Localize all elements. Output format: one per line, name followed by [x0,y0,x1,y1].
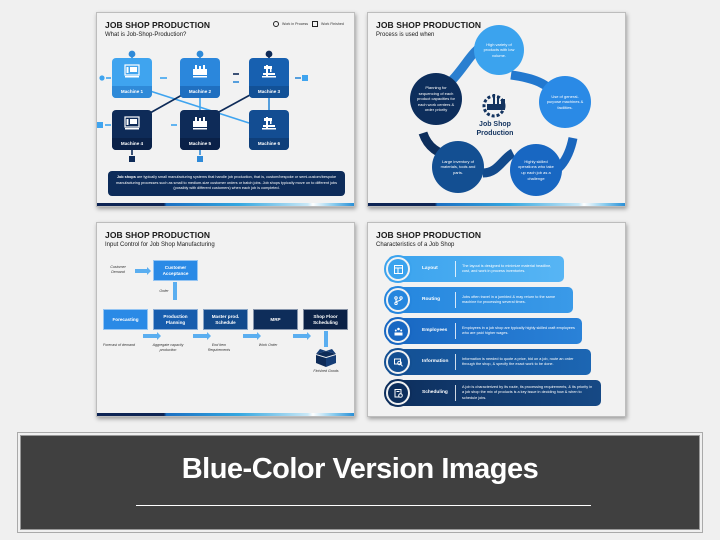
flow-label: Work Order [258,343,278,347]
machine-label: Machine 5 [180,138,220,150]
slide-subtitle: Characteristics of a Job Shop [376,242,455,248]
cnc-machine-icon [124,64,140,78]
slide-title: JOB SHOP PRODUCTION [376,20,482,30]
flow-label: End item Requirements [207,343,231,352]
arrow-right-icon [293,332,311,340]
arrow-right-icon [135,267,151,275]
slide-input-control[interactable]: JOB SHOP PRODUCTION Input Control for Jo… [96,222,355,417]
slide-what-is-job-shop[interactable]: JOB SHOP PRODUCTION What is Job-Shop-Pro… [96,12,355,207]
row-scheduling: Scheduling A job is characterized by its… [384,379,601,407]
slide-subtitle: Process is used when [376,32,435,38]
bubble-skilled-operations: Highly skilled operations who take up ea… [510,144,562,196]
layout-icon [388,259,408,279]
row-routing: Routing Jobs often travel in a jumbled &… [384,286,573,314]
row-layout: Layout The layout is designed to minimiz… [384,255,564,283]
banner-title: Blue-Color Version Images [181,453,539,485]
drill-press-icon [262,117,276,130]
bubble-large-inventory: Large inventory of materials, tools and … [432,141,484,193]
center-label: Job Shop Production [476,121,514,137]
machine-6-card[interactable]: Machine 6 [249,110,289,150]
step-shop-floor-scheduling: Shop Floor Scheduling [303,309,348,330]
cnc-machine-icon [124,116,140,130]
open-box-icon [316,349,336,367]
machine-label: Machine 2 [180,86,220,98]
slide-subtitle: Input Control for Job Shop Manufacturing [105,242,215,248]
machine-4-card[interactable]: Machine 4 [112,110,152,150]
printer-machine-icon [193,117,207,130]
machine-label: Machine 6 [249,138,289,150]
step-mrp: MRP [253,309,298,330]
machine-label: Machine 4 [112,138,152,150]
finished-goods-label: Finished Goods [313,369,339,373]
step-production-planning: Production Planning [153,309,198,330]
job-shop-description: Job shops are typically small manufactur… [108,171,345,196]
machine-1-card[interactable]: Machine 1 [112,58,152,98]
version-banner: Blue-Color Version Images [20,435,700,530]
flow-label: Aggregate capacity production [152,343,184,352]
customer-acceptance-box: Customer Acceptance [153,260,198,281]
arrow-right-icon [193,332,211,340]
bubble-high-variety: High variety of products with low volume… [474,25,524,75]
customer-demand-label: Customer Demand [110,265,126,274]
machine-3-card[interactable]: Machine 3 [249,58,289,98]
slide-title: JOB SHOP PRODUCTION [105,20,211,30]
circle-icon [273,21,279,27]
routing-icon [388,290,408,310]
row-information: Information Information is needed to quo… [384,348,591,376]
employees-icon [388,321,408,341]
square-icon [312,21,318,27]
arrow-right-icon [143,332,161,340]
machine-5-card[interactable]: Machine 5 [180,110,220,150]
slide-accent-bar [97,413,354,416]
slide-accent-bar [97,203,354,206]
slide-process-used-when[interactable]: JOB SHOP PRODUCTION Process is used when… [367,12,626,207]
slide-accent-bar [368,203,625,206]
machine-label: Machine 3 [249,86,289,98]
scheduling-icon [388,383,408,403]
order-label: Order [159,289,169,293]
machine-2-card[interactable]: Machine 2 [180,58,220,98]
slide-characteristics[interactable]: JOB SHOP PRODUCTION Characteristics of a… [367,222,626,417]
drill-press-icon [262,65,276,78]
factory-gear-icon [482,94,506,118]
legend-work-finished: Work Finished [312,21,344,27]
arrow-right-icon [243,332,261,340]
slide-title: JOB SHOP PRODUCTION [105,230,211,240]
slide-title: JOB SHOP PRODUCTION [376,230,482,240]
machine-label: Machine 1 [112,86,152,98]
bubble-general-purpose: Use of general-purpose machines & facili… [539,76,591,128]
row-employees: Employees Employees in a job shop are ty… [384,317,582,345]
arrow-down-icon [324,331,328,347]
information-search-icon [388,352,408,372]
bubble-planning-sequencing: Planning for sequencing of each product … [410,73,462,125]
step-master-schedule: Master prod. Schedule [203,309,248,330]
arrow-down-icon [173,282,177,300]
flow-label: Forecast of demand [103,343,135,347]
step-forecasting: Forecasting [103,309,148,330]
slide-subtitle: What is Job-Shop-Production? [105,32,187,38]
banner-underline [136,505,591,506]
printer-machine-icon [193,65,207,78]
legend-work-in-process: Work in Process [273,21,308,27]
